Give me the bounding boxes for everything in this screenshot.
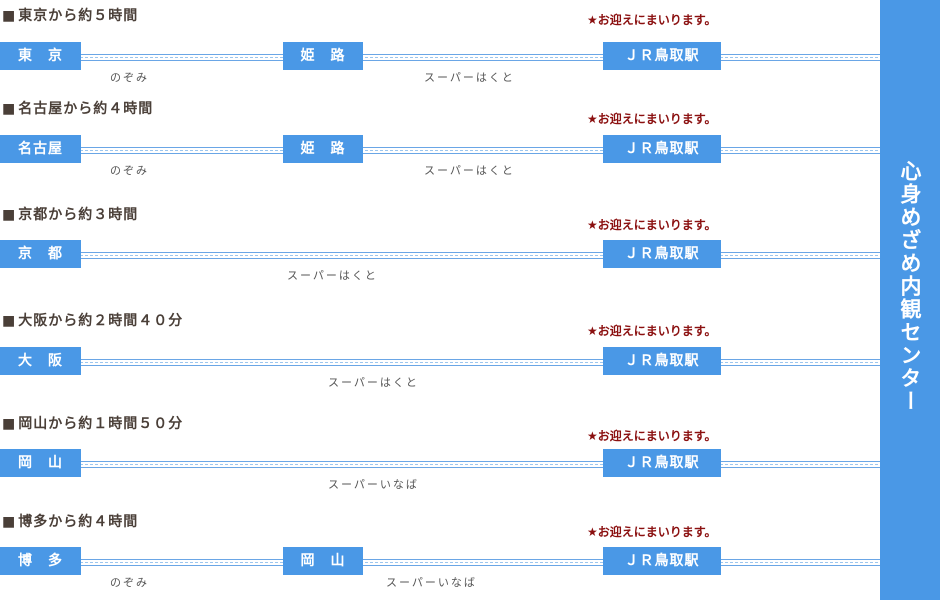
route-heading: ■京都から約３時間 bbox=[2, 204, 138, 224]
rail-track bbox=[80, 54, 880, 61]
rail-track bbox=[80, 252, 880, 259]
train-name: スーパーはくと bbox=[424, 164, 515, 177]
route-osaka: ■大阪から約２時間４０分 ★お迎えにまいります。 大 阪 ＪＲ鳥取駅 スーパーは… bbox=[0, 310, 880, 400]
route-nagoya: ■名古屋から約４時間 ★お迎えにまいります。 名古屋 姫 路 ＪＲ鳥取駅 のぞみ… bbox=[0, 98, 880, 188]
station-origin: 博 多 bbox=[0, 547, 81, 575]
station-destination: ＪＲ鳥取駅 bbox=[603, 347, 721, 375]
station-origin: 大 阪 bbox=[0, 347, 81, 375]
welcome-note: ★お迎えにまいります。 bbox=[587, 218, 717, 232]
route-okayama: ■岡山から約１時間５０分 ★お迎えにまいります。 岡 山 ＪＲ鳥取駅 スーパーい… bbox=[0, 413, 880, 503]
route-heading: ■名古屋から約４時間 bbox=[2, 98, 153, 118]
station-transfer: 姫 路 bbox=[283, 135, 363, 163]
welcome-note: ★お迎えにまいります。 bbox=[587, 429, 717, 443]
rail-track bbox=[80, 559, 880, 566]
route-heading-text: 岡山から約１時間５０分 bbox=[18, 416, 184, 432]
station-transfer: 姫 路 bbox=[283, 42, 363, 70]
train-name: スーパーいなば bbox=[386, 576, 477, 589]
station-origin: 名古屋 bbox=[0, 135, 81, 163]
sidebar-title: 心身めざめ内観センター bbox=[898, 160, 922, 413]
station-origin: 東 京 bbox=[0, 42, 81, 70]
train-name: スーパーはくと bbox=[328, 376, 419, 389]
rail-track bbox=[80, 147, 880, 154]
sidebar: 心身めざめ内観センター bbox=[880, 0, 940, 600]
route-heading-text: 博多から約４時間 bbox=[18, 514, 139, 530]
route-heading-text: 名古屋から約４時間 bbox=[18, 101, 154, 117]
welcome-note: ★お迎えにまいります。 bbox=[587, 112, 717, 126]
train-name: のぞみ bbox=[110, 576, 149, 589]
station-destination: ＪＲ鳥取駅 bbox=[603, 240, 721, 268]
rail-track bbox=[80, 461, 880, 468]
station-transfer: 岡 山 bbox=[283, 547, 363, 575]
square-icon: ■ bbox=[2, 313, 17, 329]
route-tokyo: ■東京から約５時間 ★お迎えにまいります。 東 京 姫 路 ＪＲ鳥取駅 のぞみ … bbox=[0, 5, 880, 95]
square-icon: ■ bbox=[2, 416, 17, 432]
station-destination: ＪＲ鳥取駅 bbox=[603, 547, 721, 575]
train-name: のぞみ bbox=[110, 164, 149, 177]
station-destination: ＪＲ鳥取駅 bbox=[603, 42, 721, 70]
route-heading: ■岡山から約１時間５０分 bbox=[2, 413, 183, 433]
route-heading-text: 東京から約５時間 bbox=[18, 8, 139, 24]
station-destination: ＪＲ鳥取駅 bbox=[603, 135, 721, 163]
square-icon: ■ bbox=[2, 8, 17, 24]
train-name: スーパーはくと bbox=[287, 269, 378, 282]
welcome-note: ★お迎えにまいります。 bbox=[587, 525, 717, 539]
square-icon: ■ bbox=[2, 514, 17, 530]
route-heading-text: 大阪から約２時間４０分 bbox=[18, 313, 184, 329]
route-kyoto: ■京都から約３時間 ★お迎えにまいります。 京 都 ＪＲ鳥取駅 スーパーはくと bbox=[0, 204, 880, 294]
route-hakata: ■博多から約４時間 ★お迎えにまいります。 博 多 岡 山 ＪＲ鳥取駅 のぞみ … bbox=[0, 511, 880, 601]
train-name: のぞみ bbox=[110, 71, 149, 84]
welcome-note: ★お迎えにまいります。 bbox=[587, 13, 717, 27]
welcome-note: ★お迎えにまいります。 bbox=[587, 324, 717, 338]
station-destination: ＪＲ鳥取駅 bbox=[603, 449, 721, 477]
train-name: スーパーはくと bbox=[424, 71, 515, 84]
station-origin: 岡 山 bbox=[0, 449, 81, 477]
route-heading: ■博多から約４時間 bbox=[2, 511, 138, 531]
square-icon: ■ bbox=[2, 207, 17, 223]
route-heading: ■大阪から約２時間４０分 bbox=[2, 310, 183, 330]
rail-track bbox=[80, 359, 880, 366]
route-heading-text: 京都から約３時間 bbox=[18, 207, 139, 223]
route-heading: ■東京から約５時間 bbox=[2, 5, 138, 25]
train-name: スーパーいなば bbox=[328, 478, 419, 491]
square-icon: ■ bbox=[2, 101, 17, 117]
station-origin: 京 都 bbox=[0, 240, 81, 268]
